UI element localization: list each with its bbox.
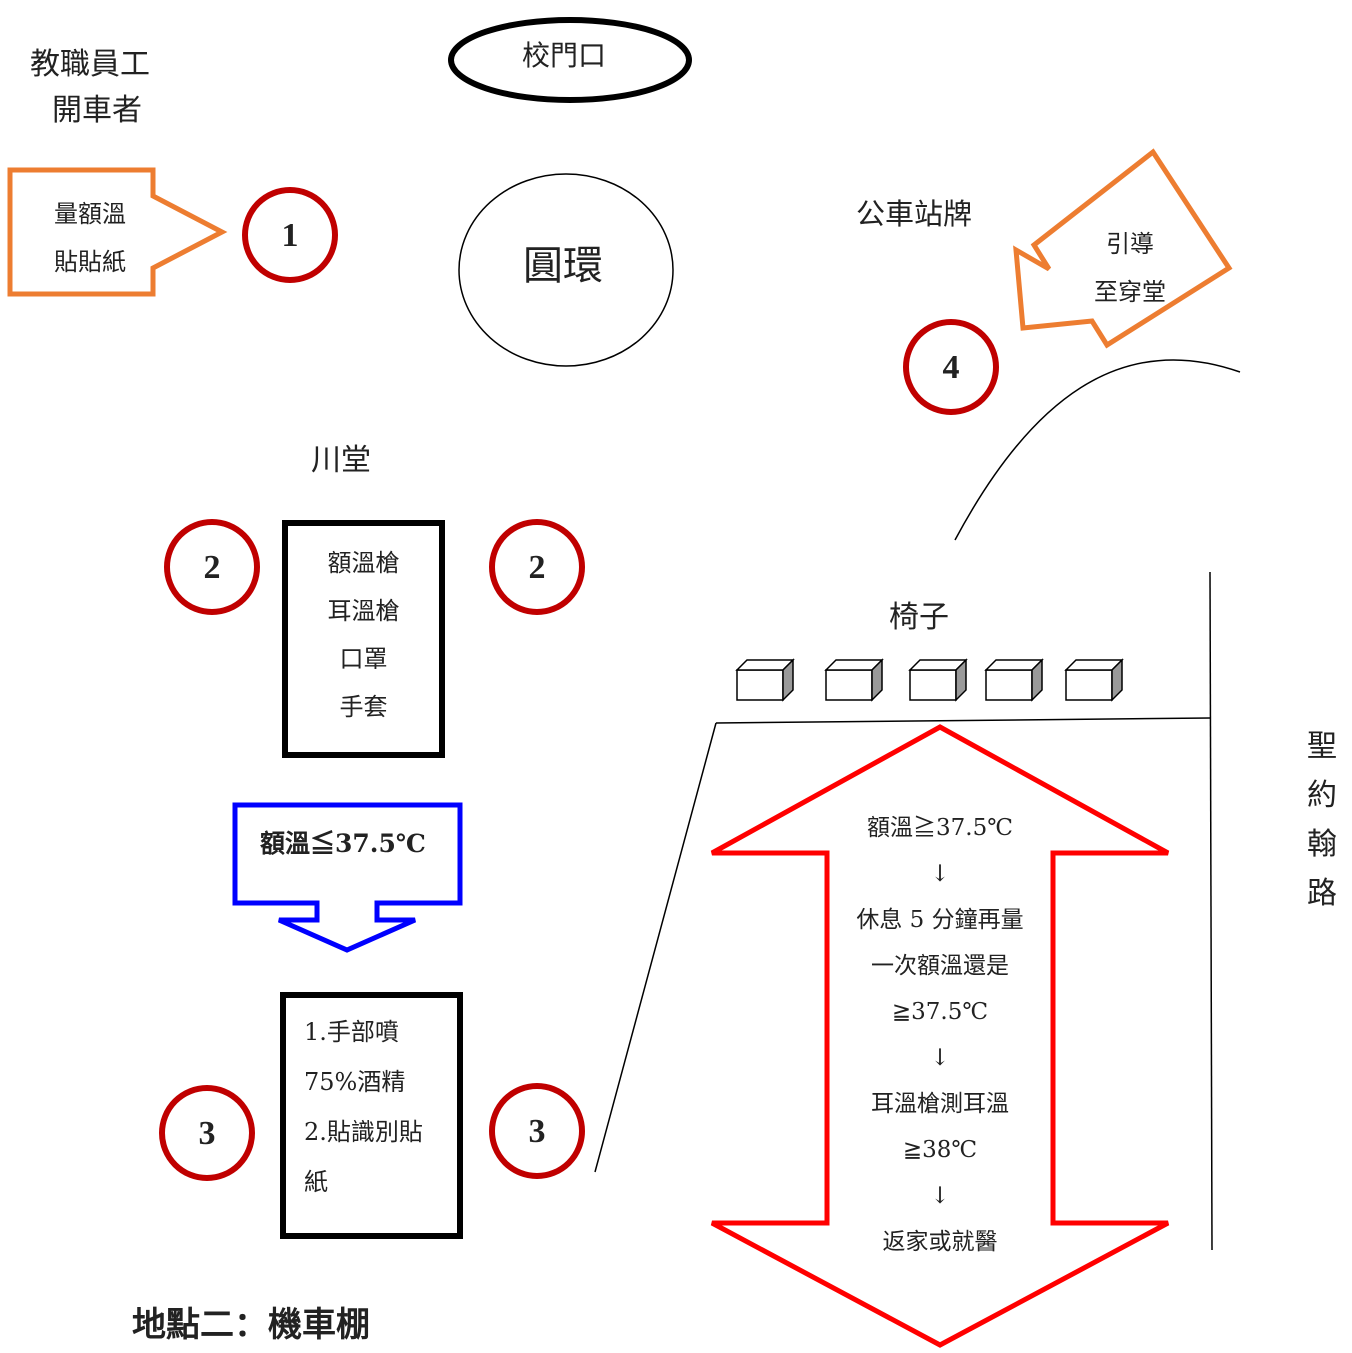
station-number-2-left: 2 — [203, 549, 221, 586]
road-name-char: 約 — [1307, 778, 1337, 813]
station-circle-2-left — [164, 519, 260, 615]
station-circle-3-right — [489, 1083, 585, 1179]
station-number-3-right: 3 — [528, 1113, 546, 1150]
roundabout-label: 圓環 — [523, 243, 603, 289]
road-curve — [954, 359, 1241, 541]
measure-arrow-line: 量額溫 — [54, 200, 126, 228]
chuan-hall-label: 川堂 — [311, 443, 371, 478]
chair-4 — [984, 658, 1044, 702]
steps-line: 1.手部噴 — [304, 1018, 399, 1046]
equipment-item: 耳溫槍 — [327, 597, 400, 625]
road-horizontal-line — [715, 717, 1211, 724]
flow-step: ↓ — [930, 1045, 950, 1071]
bus-stop-label: 公車站牌 — [856, 197, 973, 231]
gate-label: 校門口 — [522, 39, 607, 72]
threshold-label: 額溫≦37.5℃ — [260, 829, 426, 858]
road-name-char: 路 — [1307, 876, 1337, 911]
chairs-label: 椅子 — [889, 600, 949, 635]
station-number-4: 4 — [942, 349, 960, 386]
guide-arrow — [1013, 148, 1233, 349]
guide-arrow-text: 引導 至穿堂 — [1080, 220, 1180, 316]
equipment-item: 手套 — [339, 693, 388, 721]
flow-step: 耳溫槍測耳溫 — [871, 1091, 1009, 1117]
station-number-1: 1 — [281, 217, 299, 254]
steps-line: 紙 — [304, 1168, 328, 1196]
steps-box — [280, 992, 463, 1239]
road-diagonal-line — [594, 722, 717, 1173]
staff-driver-label-line2: 開車者 — [52, 93, 142, 128]
road-name-char: 聖 — [1307, 729, 1337, 764]
threshold-arrow — [232, 802, 463, 953]
measure-arrow — [7, 167, 228, 297]
measure-arrow-line: 貼貼紙 — [54, 248, 126, 276]
flow-double-arrow — [710, 724, 1170, 1348]
steps-line: 75%酒精 — [304, 1068, 406, 1096]
steps-line: 2.貼識別貼 — [304, 1118, 423, 1146]
steps-list: 1.手部噴 75%酒精 2.貼識別貼 紙 — [304, 1007, 454, 1207]
flow-step: ≧37.5℃ — [891, 999, 989, 1025]
station-number-2-right: 2 — [528, 549, 546, 586]
equipment-item: 額溫槍 — [327, 549, 400, 577]
flow-step: ≧38℃ — [902, 1137, 978, 1163]
station-number-3-left: 3 — [198, 1115, 216, 1152]
station-circle-4 — [903, 319, 999, 415]
station-circle-1 — [242, 187, 338, 283]
equipment-item: 口罩 — [339, 645, 388, 673]
flow-step: ↓ — [930, 1183, 950, 1209]
chair-5 — [1064, 658, 1124, 702]
guide-arrow-line: 引導 — [1106, 230, 1154, 258]
location-title: 地點二：機車棚 — [132, 1305, 370, 1345]
station-circle-2-right — [489, 519, 585, 615]
station-circle-3-left — [159, 1085, 255, 1181]
chair-2 — [824, 658, 884, 702]
flow-step: 休息 5 分鐘再量 — [856, 907, 1024, 933]
flow-steps: 額溫≧37.5℃ ↓ 休息 5 分鐘再量 一次額溫還是 ≧37.5℃ ↓ 耳溫槍… — [830, 805, 1050, 1265]
measure-arrow-text: 量額溫 貼貼紙 — [30, 190, 150, 286]
flow-step: 一次額溫還是 — [871, 953, 1009, 979]
equipment-box — [282, 520, 445, 758]
chair-1 — [735, 658, 795, 702]
equipment-list: 額溫槍 耳溫槍 口罩 手套 — [293, 539, 434, 731]
flow-step: 額溫≧37.5℃ — [867, 815, 1013, 841]
road-name-char: 翰 — [1307, 827, 1337, 862]
chair-3 — [908, 658, 968, 702]
gate-ellipse — [448, 17, 692, 103]
flow-step: 返家或就醫 — [882, 1229, 998, 1255]
guide-arrow-line: 至穿堂 — [1094, 278, 1166, 306]
roundabout-ellipse — [458, 173, 674, 367]
road-vertical-line — [1209, 571, 1213, 1251]
road-name-label: 聖 約 翰 路 — [1300, 722, 1344, 918]
flow-step: ↓ — [930, 861, 950, 887]
staff-driver-label-line1: 教職員工 — [30, 47, 150, 82]
